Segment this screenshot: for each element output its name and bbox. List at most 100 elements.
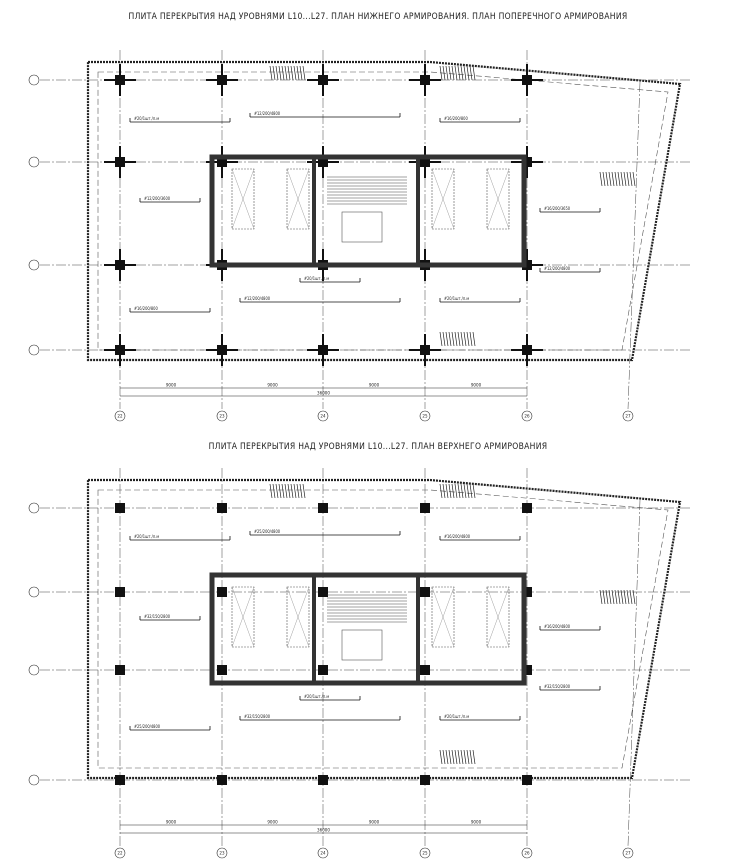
additional-rebar-hatch: [463, 331, 467, 347]
shaft-cross: [286, 168, 310, 230]
additional-rebar-hatch: [599, 171, 603, 187]
additional-rebar-hatch: [460, 483, 464, 499]
column: [420, 587, 430, 597]
additional-rebar-hatch: [302, 65, 306, 81]
column-axis-bubble: [114, 410, 126, 422]
dimension-label: 9000: [166, 383, 177, 389]
column: [115, 503, 125, 513]
shaft-cross: [486, 586, 510, 648]
grid-axis-line: [627, 499, 641, 847]
column-axis-label: 26: [524, 851, 530, 857]
column: [115, 665, 125, 675]
additional-rebar-hatch: [599, 589, 603, 605]
additional-rebar-hatch: [439, 65, 443, 81]
additional-rebar-hatch: [469, 749, 473, 765]
additional-rebar-hatch: [472, 65, 476, 81]
column: [522, 503, 532, 513]
additional-rebar-hatch: [448, 483, 452, 499]
row-axis-bubble: [28, 774, 40, 786]
elevator-shaft: [231, 586, 255, 648]
additional-rebar-hatch: [466, 749, 470, 765]
column: [217, 503, 227, 513]
column-axis-bubble: [216, 410, 228, 422]
column-axis-label: 23: [219, 414, 225, 420]
additional-rebar-hatch: [614, 171, 618, 187]
column: [522, 775, 532, 785]
row-axis-bubble: [28, 156, 40, 168]
additional-rebar-hatch: [460, 331, 464, 347]
column-axis-label: 24: [320, 414, 326, 420]
additional-rebar-hatch: [269, 483, 273, 499]
additional-rebar-hatch: [605, 171, 609, 187]
additional-rebar-hatch: [445, 331, 449, 347]
additional-rebar-hatch: [302, 483, 306, 499]
rebar-label: #20/1шт./п.м: [444, 296, 469, 301]
rebar-label: #12/200/4800: [544, 266, 571, 271]
additional-rebar-hatch: [632, 589, 636, 605]
shaft-cross: [431, 586, 455, 648]
additional-rebar-hatch: [442, 483, 446, 499]
additional-rebar-hatch: [293, 483, 297, 499]
rebar-label: #25/200/4800: [254, 529, 281, 534]
additional-rebar-hatch: [451, 65, 455, 81]
rebar-label: #16/200/800: [134, 306, 158, 311]
column: [318, 587, 328, 597]
additional-rebar-hatch: [454, 65, 458, 81]
grid-axis-line: [627, 81, 641, 410]
additional-rebar-hatch: [611, 589, 615, 605]
core-room: [341, 629, 383, 661]
additional-rebar-hatch: [448, 331, 452, 347]
additional-rebar-hatch: [296, 65, 300, 81]
additional-rebar-hatch: [472, 483, 476, 499]
column-axis-label: 27: [625, 851, 631, 857]
additional-rebar-hatch: [445, 65, 449, 81]
additional-rebar-hatch: [287, 65, 291, 81]
core-wall: [209, 572, 527, 686]
additional-rebar-hatch: [463, 65, 467, 81]
dimension-label: 9000: [166, 820, 177, 826]
additional-rebar-hatch: [451, 331, 455, 347]
elevator-shaft: [486, 168, 510, 230]
rebar-label: #12/200/4800: [244, 296, 271, 301]
rebar-label: #25/200/4800: [134, 724, 161, 729]
additional-rebar-hatch: [442, 65, 446, 81]
column-axis-label: 26: [524, 414, 530, 420]
column: [522, 587, 532, 597]
additional-rebar-hatch: [632, 171, 636, 187]
elevator-shaft: [431, 586, 455, 648]
column: [115, 587, 125, 597]
core-wall: [209, 154, 527, 268]
additional-rebar-hatch: [281, 483, 285, 499]
additional-rebar-hatch: [472, 749, 476, 765]
shaft-cross: [231, 586, 255, 648]
additional-rebar-hatch: [457, 331, 461, 347]
rebar-label: #16/200/3650: [544, 206, 571, 211]
column: [217, 587, 227, 597]
additional-rebar-hatch: [629, 171, 633, 187]
plan-0: [28, 50, 690, 422]
elevator-shaft: [286, 586, 310, 648]
top-plan-title: ПЛИТА ПЕРЕКРЫТИЯ НАД УРОВНЯМИ L10...L27.…: [128, 12, 628, 22]
additional-rebar-hatch: [620, 589, 624, 605]
additional-rebar-hatch: [608, 589, 612, 605]
bottom-plan-title: ПЛИТА ПЕРЕКРЫТИЯ НАД УРОВНЯМИ L10...L27.…: [208, 442, 548, 452]
shaft-cross: [231, 168, 255, 230]
slab-inner-line: [97, 71, 669, 351]
elevator-shaft: [231, 168, 255, 230]
rebar-label: #20/1шт./п.м: [134, 116, 159, 121]
column-axis-bubble: [114, 847, 126, 859]
shaft-cross: [431, 168, 455, 230]
column-axis-label: 24: [320, 851, 326, 857]
shaft-cross: [286, 586, 310, 648]
additional-rebar-hatch: [272, 65, 276, 81]
additional-rebar-hatch: [623, 171, 627, 187]
additional-rebar-hatch: [290, 483, 294, 499]
additional-rebar-hatch: [460, 749, 464, 765]
additional-rebar-hatch: [466, 65, 470, 81]
column: [318, 775, 328, 785]
dimension-label-total: 36000: [317, 391, 330, 397]
column: [522, 665, 532, 675]
rebar-label: #32/150/2800: [544, 684, 571, 689]
additional-rebar-hatch: [275, 483, 279, 499]
additional-rebar-hatch: [463, 483, 467, 499]
